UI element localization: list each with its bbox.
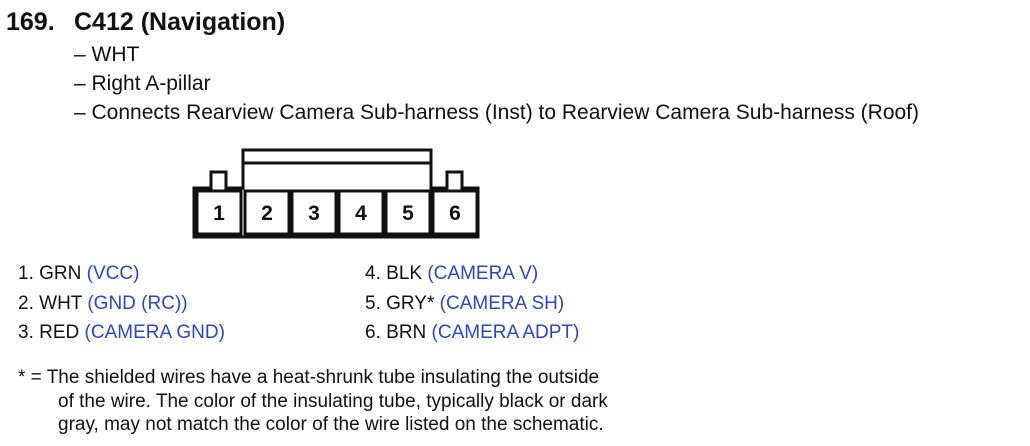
wire-color: BLK bbox=[386, 263, 423, 284]
connector-outline bbox=[192, 148, 480, 239]
wire-color: BRN bbox=[386, 322, 427, 343]
wire-function: (CAMERA V) bbox=[427, 263, 539, 284]
wire-color: WHT bbox=[39, 292, 83, 314]
connector-location: Right A-pillar bbox=[74, 69, 919, 98]
pin-label-4: 4 bbox=[355, 202, 367, 225]
connector-color: WHT bbox=[74, 40, 919, 69]
pin-label-3: 3 bbox=[308, 202, 320, 225]
pin-label-2: 2 bbox=[261, 202, 273, 225]
footnote-line: gray, may not match the color of the wir… bbox=[58, 414, 604, 435]
pin-cell-2 bbox=[243, 189, 291, 236]
connector-title: C412 (Navigation) bbox=[74, 8, 286, 36]
pin-cell-3 bbox=[290, 189, 338, 236]
wire-function: (CAMERA GND) bbox=[84, 322, 225, 343]
pin-entry: 1. GRN (VCC) bbox=[18, 263, 140, 284]
pin-entry: 6. BRN (CAMERA ADPT) bbox=[365, 322, 580, 343]
wire-function: (CAMERA ADPT) bbox=[431, 322, 580, 343]
pin-entry: 4. BLK (CAMERA V) bbox=[365, 263, 539, 284]
pin-label-6: 6 bbox=[449, 202, 461, 225]
wire-function: (CAMERA SH) bbox=[439, 292, 565, 314]
pin-label-1: 1 bbox=[213, 202, 225, 225]
connector-description: Connects Rearview Camera Sub-harness (In… bbox=[74, 98, 920, 127]
connector-heading: 169. C412 (Navigation) bbox=[6, 8, 285, 37]
footnote-line: of the wire. The color of the insulating… bbox=[58, 390, 608, 412]
pin-list-left: 1. GRN (VCC) 2. WHT (GND (RC)) 3. RED (C… bbox=[18, 259, 225, 348]
pin-cell-5 bbox=[384, 189, 432, 236]
pin-entry: 2. WHT (GND (RC)) bbox=[18, 292, 188, 314]
pin-label-5: 5 bbox=[402, 202, 414, 225]
pin-list-right: 4. BLK (CAMERA V) 5. GRY* (CAMERA SH) 6.… bbox=[365, 259, 579, 348]
wire-color: GRN bbox=[39, 263, 82, 284]
footnote-line: * = The shielded wires have a heat-shrun… bbox=[18, 367, 600, 388]
pin-cell-6 bbox=[431, 189, 479, 236]
pin-entry: 3. RED (CAMERA GND) bbox=[18, 322, 225, 343]
shielded-wire-footnote: * = The shielded wires have a heat-shrun… bbox=[18, 366, 698, 437]
wire-function: (GND (RC)) bbox=[87, 292, 188, 314]
pin-cell-1 bbox=[195, 189, 243, 236]
wire-color: GRY* bbox=[386, 292, 435, 314]
pin-entry: 5. GRY* (CAMERA SH) bbox=[365, 292, 565, 314]
wire-color: RED bbox=[39, 322, 80, 343]
wire-function: (VCC) bbox=[86, 263, 140, 284]
pin-cell-4 bbox=[337, 189, 385, 236]
connector-details: WHT Right A-pillar Connects Rearview Cam… bbox=[74, 40, 920, 127]
connector-number: 169. bbox=[6, 8, 55, 36]
